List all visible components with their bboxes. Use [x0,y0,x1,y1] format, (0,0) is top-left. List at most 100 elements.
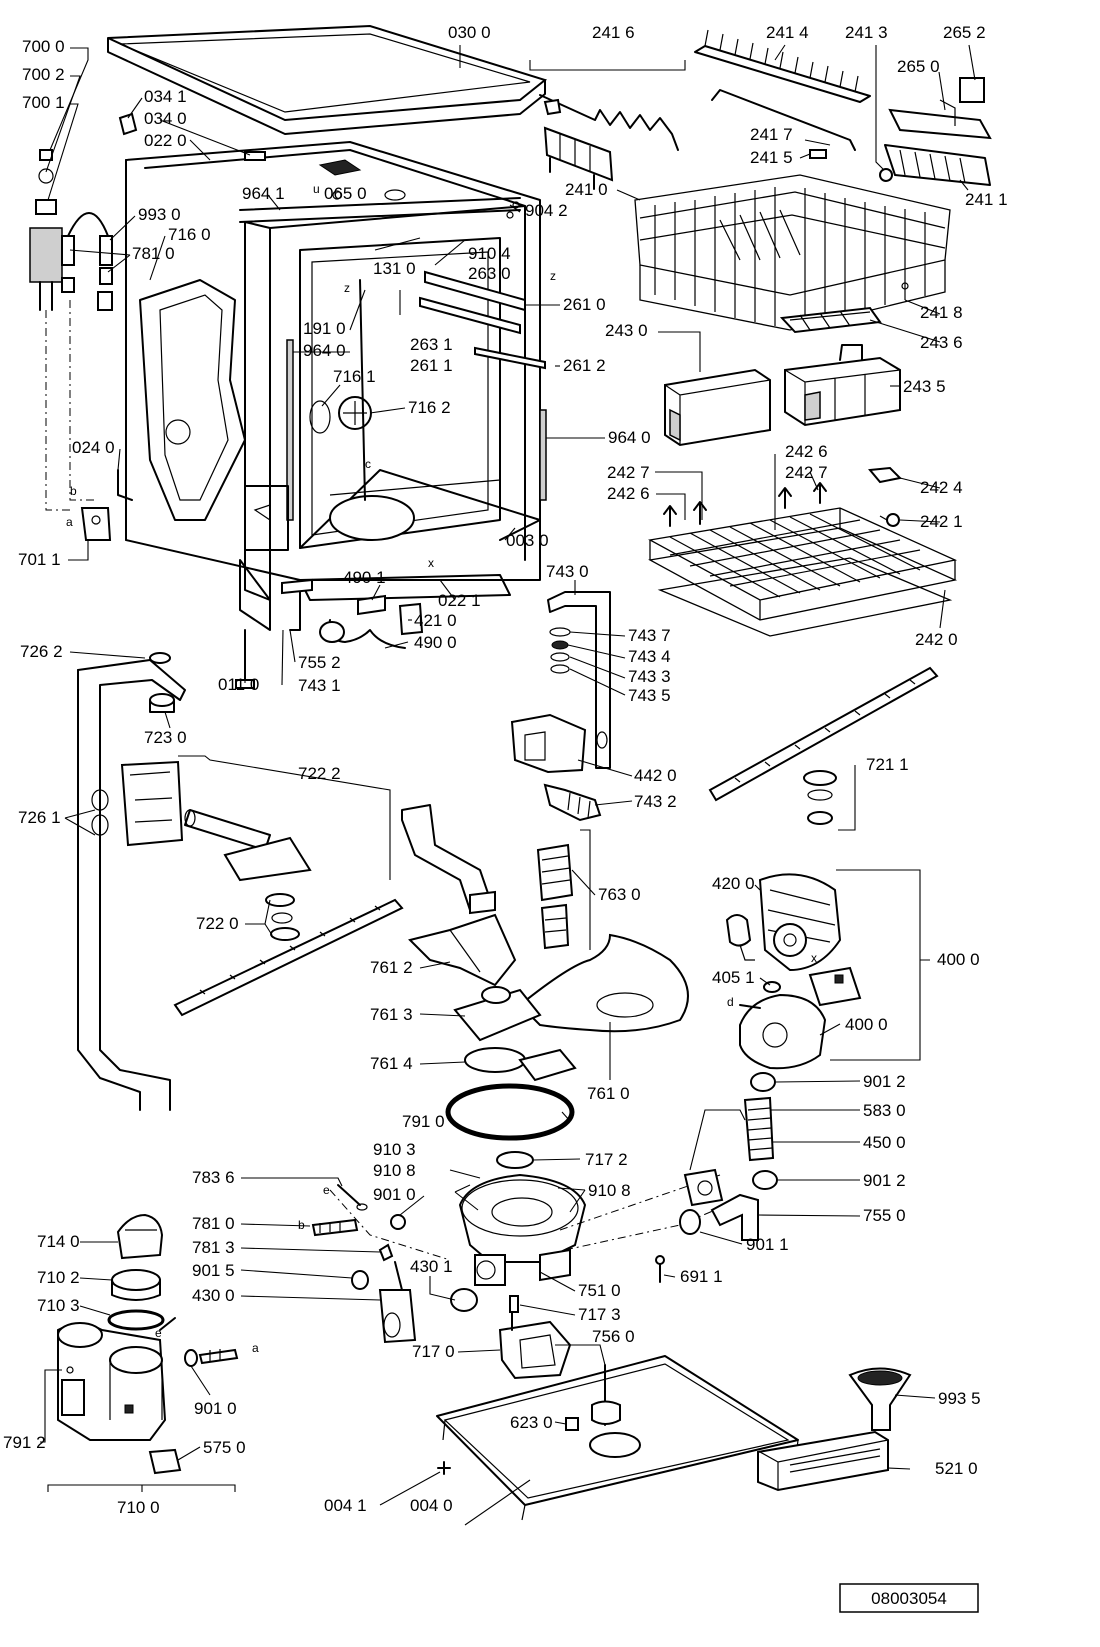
part-label: 993 5 [938,1389,981,1408]
part-label: 242 0 [915,630,958,649]
spray-system-assembly [77,591,939,1111]
part-label: 904 2 [525,201,568,220]
water-softener-assembly [57,1184,406,1475]
letter-e-1: e [323,1183,330,1197]
part-label: 791 2 [3,1433,46,1452]
part-label: 726 1 [18,808,61,827]
part-label: 717 2 [585,1150,628,1169]
circulation-pump-assembly [655,873,862,1283]
part-label: 261 0 [563,295,606,314]
part-label: 710 3 [37,1296,80,1315]
part-label: 721 1 [866,755,909,774]
part-label: 242 7 [607,463,650,482]
part-label: 263 1 [410,335,453,354]
part-label: 241 8 [920,303,963,322]
part-label: 781 0 [132,244,175,263]
part-label: 751 0 [578,1281,621,1300]
part-label: 405 1 [712,968,755,987]
part-label: 700 1 [22,93,65,112]
letter-a-2: a [252,1341,259,1355]
part-label: 755 0 [863,1206,906,1225]
part-label: 710 2 [37,1268,80,1287]
part-label: 242 6 [607,484,650,503]
part-label: 022 1 [438,591,481,610]
letter-x-2: x [811,951,817,965]
part-label: 011 0 [218,675,259,694]
part-label: 623 0 [510,1413,553,1432]
part-label: 791 0 [402,1112,445,1131]
part-label: 242 4 [920,478,963,497]
part-label: 910 8 [588,1181,631,1200]
part-label: 700 2 [22,65,65,84]
door-switch-assembly [319,594,424,649]
part-label: 241 0 [565,180,608,199]
part-label: 901 5 [192,1261,235,1280]
part-label: 964 0 [303,341,346,360]
part-label: 761 2 [370,958,413,977]
part-label: 901 0 [373,1185,416,1204]
part-label: 034 1 [144,87,187,106]
part-label: 241 6 [592,23,635,42]
part-label: 241 5 [750,148,793,167]
part-label: 700 0 [22,37,65,56]
part-label: 065 0 [324,184,367,203]
part-label: 910 8 [373,1161,416,1180]
part-label: 022 0 [144,131,187,150]
part-label: 242 1 [920,512,963,531]
part-label: 722 0 [196,914,239,933]
part-label: 241 7 [750,125,793,144]
part-label: 743 5 [628,686,671,705]
part-label: 743 7 [628,626,671,645]
part-labels: 030 0 700 0 700 2 700 1 034 1 034 0 022 … [3,23,1008,1517]
part-label: 716 0 [168,225,211,244]
part-label: 242 6 [785,442,828,461]
part-label: 910 4 [468,244,511,263]
part-label: 714 0 [37,1232,80,1251]
document-id: 08003054 [871,1589,947,1608]
part-label: 710 0 [117,1498,160,1517]
part-label: 263 0 [468,264,511,283]
letter-d: d [727,995,734,1009]
part-label: 241 1 [965,190,1008,209]
part-label: 131 0 [373,259,416,278]
part-label: 901 0 [194,1399,237,1418]
part-label: 583 0 [863,1101,906,1120]
part-label: 450 0 [863,1133,906,1152]
part-label: 490 0 [414,633,457,652]
part-label: 701 1 [18,550,61,569]
letter-x-1: x [428,556,434,570]
part-label: 901 2 [863,1072,906,1091]
part-label: 743 1 [298,676,341,695]
letter-a: a [66,515,73,529]
letter-e-2: e [155,1326,162,1340]
part-label: 265 2 [943,23,986,42]
part-label: 003 0 [506,531,549,550]
part-label: 261 1 [410,356,453,375]
part-label: 964 1 [242,184,285,203]
part-label: 781 3 [192,1238,235,1257]
part-label: 265 0 [897,57,940,76]
part-label: 743 2 [634,792,677,811]
letter-u: u [313,182,320,196]
part-label: 910 3 [373,1140,416,1159]
upper-basket-assembly [539,29,992,331]
part-label: 901 1 [746,1235,789,1254]
document-id-box: 08003054 [839,1583,979,1613]
part-label: 521 0 [935,1459,978,1478]
part-label: 761 3 [370,1005,413,1024]
part-label: 755 2 [298,653,341,672]
part-label: 993 0 [138,205,181,224]
part-label: 691 1 [680,1267,723,1286]
letter-z-1: z [344,281,350,295]
part-label: 243 5 [903,377,946,396]
part-label: 761 0 [587,1084,630,1103]
part-label: 421 0 [414,611,457,630]
part-label: 575 0 [203,1438,246,1457]
part-label: 716 1 [333,367,376,386]
part-label: 442 0 [634,766,677,785]
part-label: 490 1 [343,568,386,587]
part-label: 743 3 [628,667,671,686]
part-label: 716 2 [408,398,451,417]
part-label: 241 3 [845,23,888,42]
